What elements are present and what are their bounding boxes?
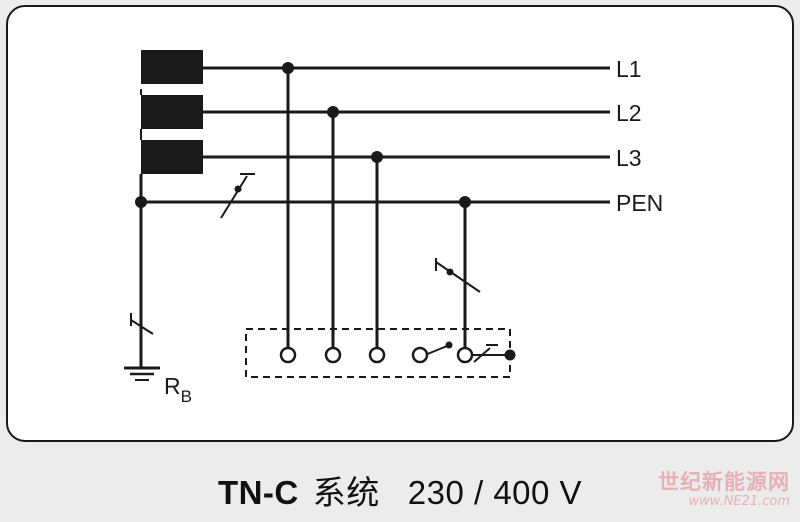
watermark-line1: 世纪新能源网: [658, 470, 790, 494]
diagram-frame: [6, 5, 794, 442]
terminal-n: [411, 346, 429, 364]
terminal-l2: [324, 346, 342, 364]
transformer-winding-l2: [141, 95, 203, 129]
junction-l1: [282, 62, 294, 74]
watermark: 世纪新能源网 www.NE21.com: [658, 470, 790, 510]
junction-l3: [371, 151, 383, 163]
label-pen: PEN: [616, 190, 663, 216]
load-pe-mark: [473, 347, 491, 363]
junction-load-switch: [446, 268, 454, 276]
junction-pen-source: [135, 196, 147, 208]
load-switch-symbol: [435, 261, 481, 293]
tn-c-system-diagram: L1 L2 L3 PEN RB: [6, 5, 794, 442]
watermark-line2: www.NE21.com: [688, 494, 790, 509]
earth-lead-break-mark: [130, 319, 154, 335]
label-l2: L2: [616, 100, 642, 126]
terminal-l1: [279, 346, 297, 364]
label-earth-resistor-main: R: [164, 373, 181, 399]
transformer-winding-l1: [141, 50, 203, 84]
caption-label: 系统: [312, 474, 380, 511]
label-earth-resistor: RB: [164, 373, 192, 406]
junction-l2: [327, 106, 339, 118]
label-earth-resistor-sub: B: [181, 387, 192, 406]
junction-pen-contact: [234, 185, 242, 193]
terminal-pen: [456, 346, 474, 364]
junction-load-pe: [504, 349, 516, 361]
junction-load-contact: [445, 341, 453, 349]
caption-rating: 230 / 400 V: [407, 474, 583, 511]
terminal-l3: [368, 346, 386, 364]
label-l1: L1: [616, 56, 642, 82]
label-l3: L3: [616, 145, 642, 171]
caption-title: TN-C: [217, 474, 299, 511]
pen-contact-symbol: [220, 175, 248, 219]
junction-pen-load: [459, 196, 471, 208]
diagram-caption: TN-C 系统 230 / 400 V: [0, 466, 800, 514]
transformer-winding-l3: [141, 140, 203, 174]
